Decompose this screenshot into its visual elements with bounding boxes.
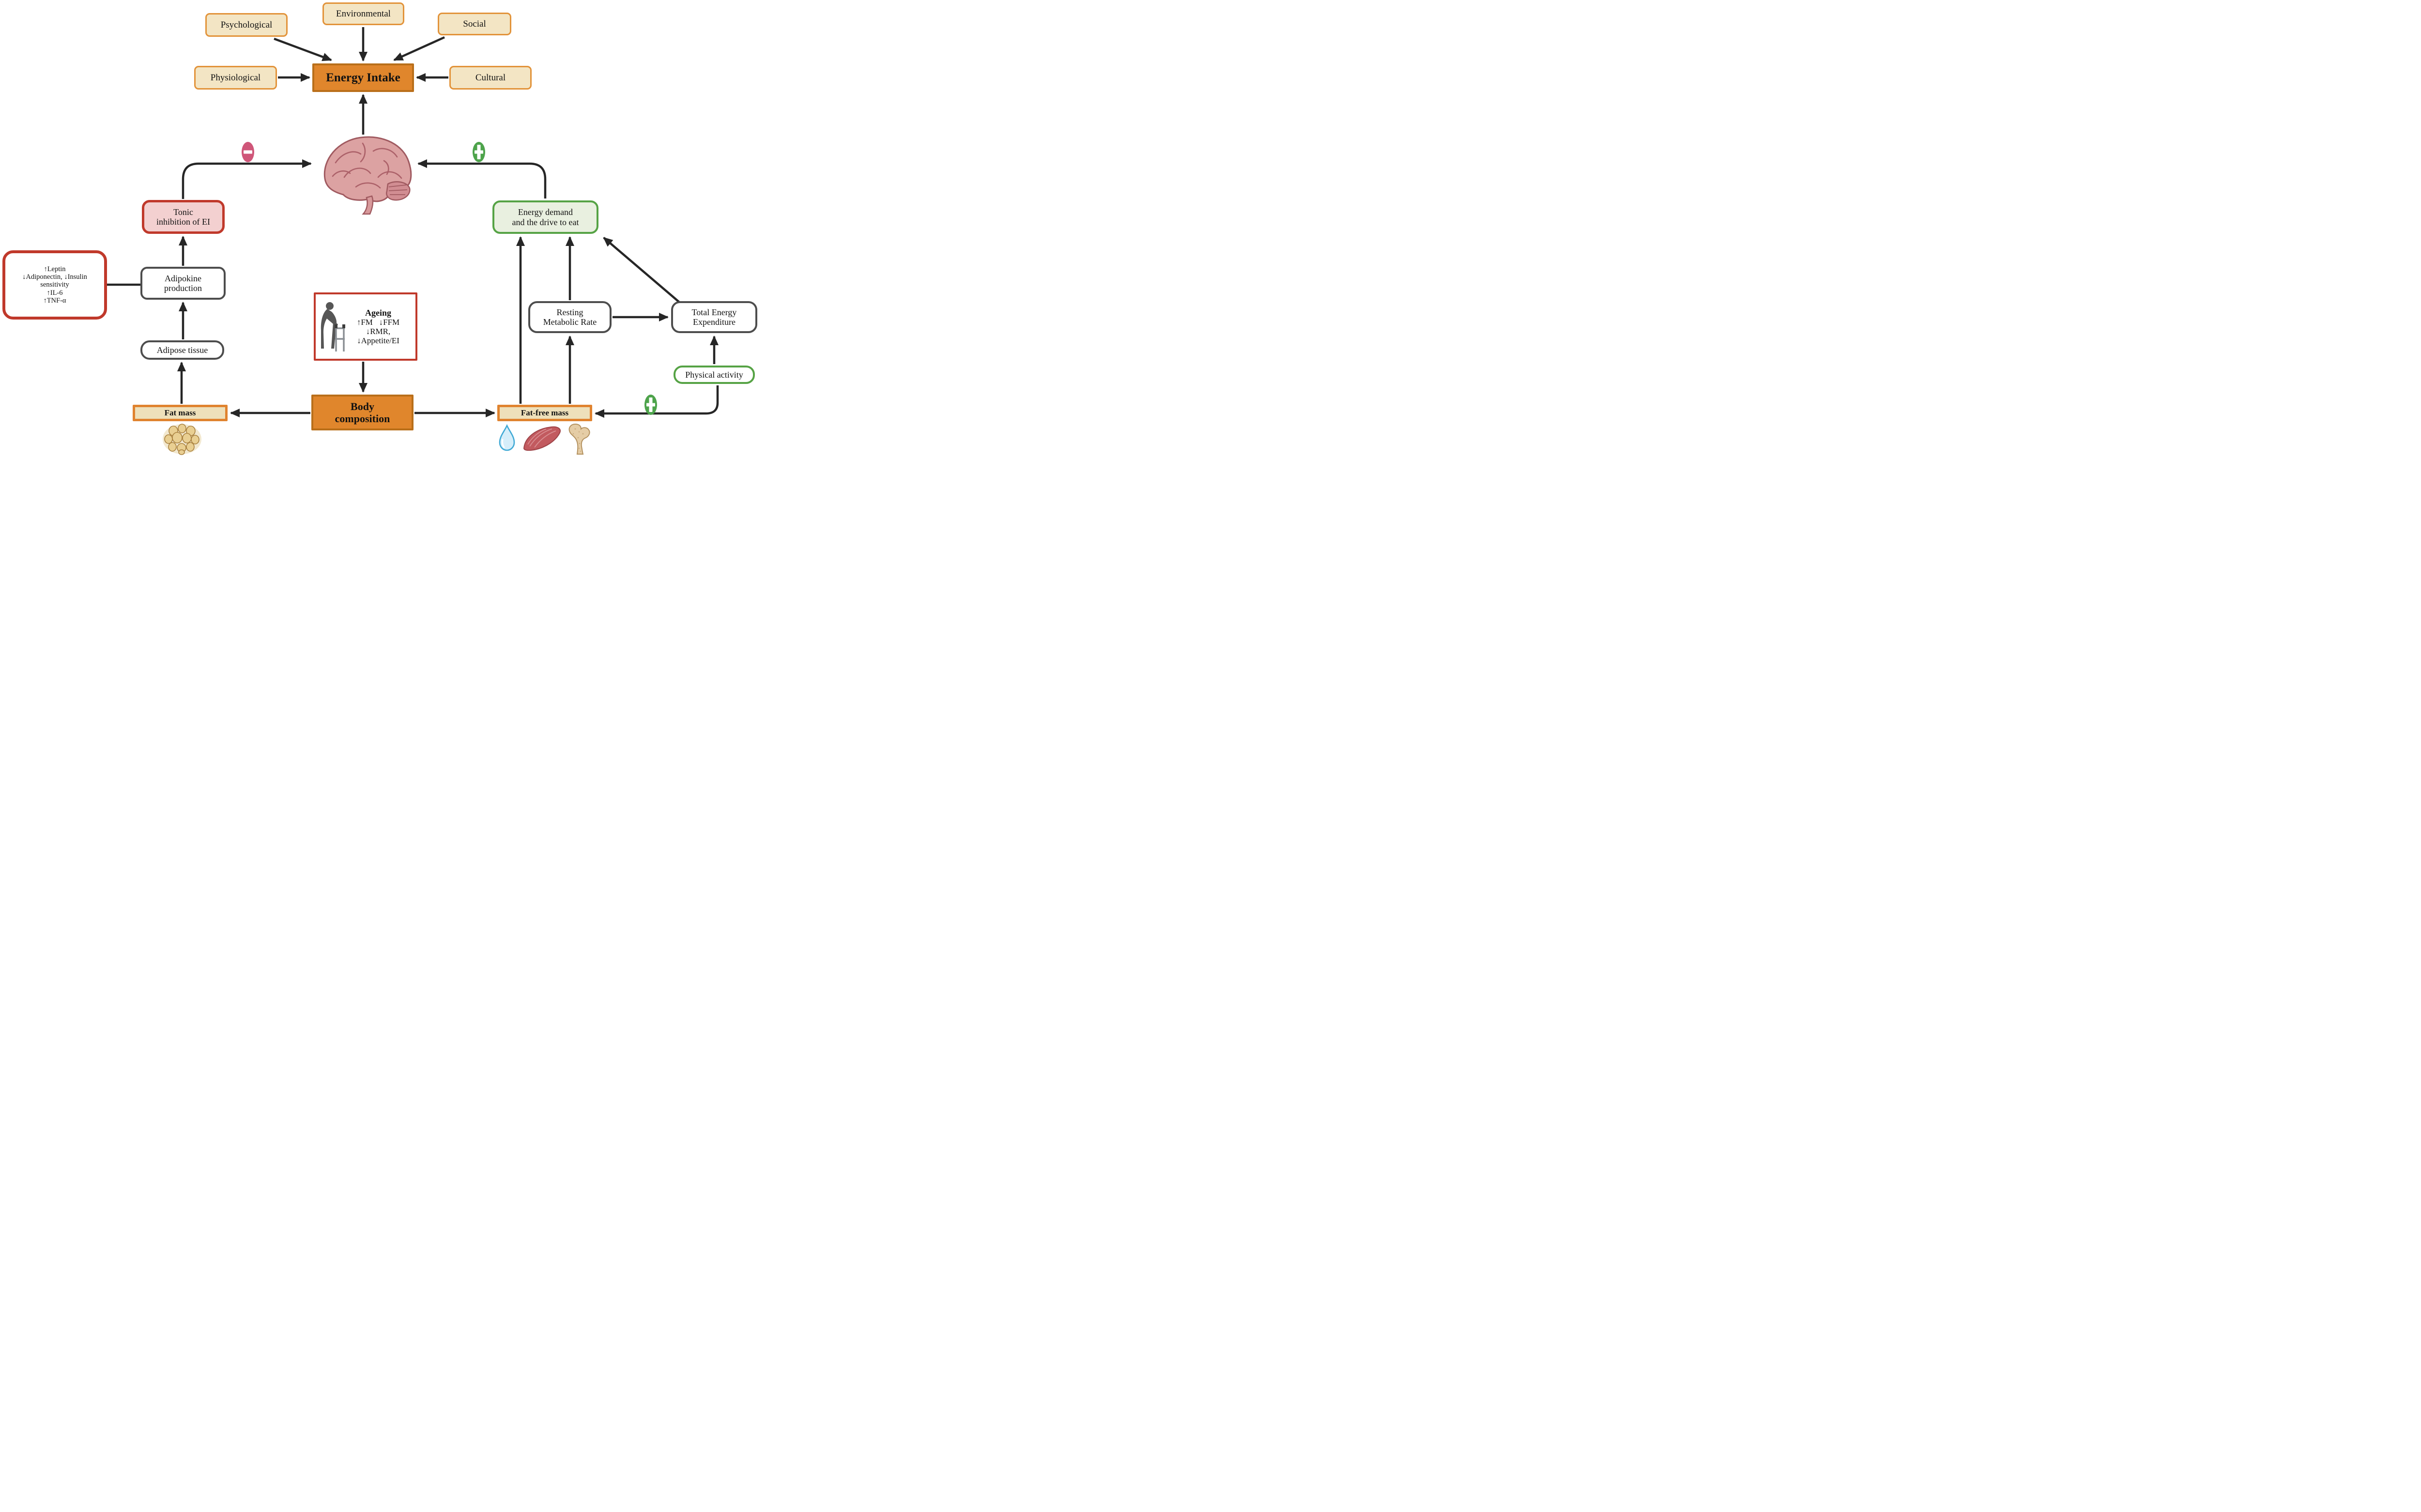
node-psychological: Psychological bbox=[205, 13, 288, 37]
node-adipose-tissue: Adipose tissue bbox=[140, 340, 224, 360]
diagram-canvas: Psychological Environmental Social Physi… bbox=[0, 0, 759, 456]
plus-icon bbox=[473, 142, 485, 162]
node-physical-activity: Physical activity bbox=[674, 366, 755, 384]
node-social: Social bbox=[438, 13, 511, 35]
ageing-line2: ↓RMR, bbox=[366, 327, 391, 336]
node-environmental: Environmental bbox=[322, 2, 404, 25]
rmr-line2: Metabolic Rate bbox=[543, 317, 597, 327]
rmr-line1: Resting bbox=[556, 307, 583, 317]
adipose-tissue-label: Adipose tissue bbox=[156, 345, 208, 355]
ageing-line3: ↓Appetite/EI bbox=[357, 336, 399, 346]
node-cultural: Cultural bbox=[449, 66, 532, 90]
node-energy-demand: Energy demand and the drive to eat bbox=[492, 200, 598, 234]
adipokines-line5: ↑TNF-α bbox=[43, 296, 66, 305]
physical-activity-label: Physical activity bbox=[685, 369, 743, 380]
energy-demand-line2: and the drive to eat bbox=[512, 217, 579, 227]
node-fat-mass: Fat mass bbox=[133, 405, 228, 421]
connector-arrows bbox=[107, 27, 719, 418]
node-fat-free-mass: Fat-free mass bbox=[497, 405, 592, 421]
node-physiological-label: Physiological bbox=[210, 72, 261, 83]
tee-line2: Expenditure bbox=[693, 317, 735, 327]
energy-demand-line1: Energy demand bbox=[518, 207, 573, 217]
node-energy-intake-label: Energy Intake bbox=[326, 71, 400, 84]
arrow-physical-activity-to-fat-free-mass bbox=[595, 385, 719, 418]
tonic-line2: inhibition of EI bbox=[156, 217, 210, 227]
node-total-energy-expenditure: Total Energy Expenditure bbox=[671, 301, 757, 333]
arrow-tonic-inhibition-to-brain bbox=[182, 159, 312, 199]
node-tonic-inhibition: Tonic inhibition of EI bbox=[142, 200, 225, 234]
body-composition-line1: Body bbox=[351, 400, 374, 412]
bone-icon bbox=[568, 423, 590, 455]
plus-icon-physical-activity bbox=[644, 395, 657, 415]
adipokine-production-line1: Adipokine bbox=[165, 273, 201, 283]
node-body-composition: Body composition bbox=[311, 395, 414, 430]
tee-line1: Total Energy bbox=[691, 307, 737, 317]
muscle-icon bbox=[523, 426, 561, 451]
adipokines-line2: ↓Adiponectin, ↓Insulin bbox=[22, 273, 87, 281]
brain-icon bbox=[323, 136, 412, 215]
adipokines-line4: ↑IL-6 bbox=[46, 289, 63, 297]
adipocytes-icon bbox=[163, 424, 201, 455]
adipokines-line1: ↑Leptin bbox=[44, 265, 66, 273]
minus-icon bbox=[242, 142, 254, 162]
node-adipokine-production: Adipokine production bbox=[140, 267, 226, 300]
ageing-line1: ↑FM ↓FFM bbox=[356, 318, 400, 327]
node-environmental-label: Environmental bbox=[336, 8, 391, 19]
tonic-line1: Tonic bbox=[173, 207, 193, 217]
node-adipokines-list: ↑Leptin ↓Adiponectin, ↓Insulin sensitivi… bbox=[2, 250, 107, 320]
body-composition-line2: composition bbox=[335, 412, 390, 425]
arrow-psychological-to-energy-intake bbox=[274, 37, 332, 61]
node-physiological: Physiological bbox=[194, 66, 277, 90]
arrow-social-to-energy-intake bbox=[393, 36, 445, 61]
adipokine-production-line2: production bbox=[164, 283, 202, 293]
arrow-energy-demand-to-brain bbox=[417, 159, 547, 199]
water-droplet-icon bbox=[499, 424, 515, 451]
adipokines-line3: sensitivity bbox=[40, 281, 69, 289]
arrow-tee-to-energy-demand bbox=[603, 237, 681, 304]
fat-mass-label: Fat mass bbox=[164, 408, 196, 418]
elderly-person-walker-icon bbox=[321, 302, 345, 351]
node-cultural-label: Cultural bbox=[475, 72, 506, 83]
node-psychological-label: Psychological bbox=[220, 19, 273, 30]
ageing-title: Ageing bbox=[365, 307, 391, 318]
node-resting-metabolic-rate: Resting Metabolic Rate bbox=[528, 301, 612, 333]
fat-free-mass-label: Fat-free mass bbox=[521, 408, 569, 418]
node-social-label: Social bbox=[463, 18, 486, 29]
node-energy-intake: Energy Intake bbox=[312, 63, 414, 92]
